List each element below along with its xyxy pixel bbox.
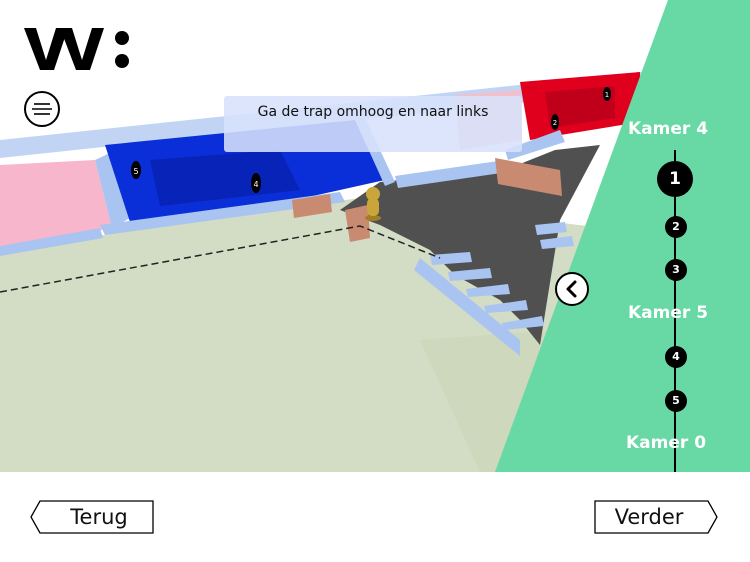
route-line bbox=[0, 225, 441, 293]
walls bbox=[0, 118, 565, 356]
instruction-banner: Ga de trap omhoog en naar links bbox=[224, 96, 522, 152]
room-pin-1: 1 bbox=[603, 87, 611, 101]
timeline-line bbox=[674, 150, 676, 472]
stair-steps bbox=[430, 222, 574, 330]
brand-logo bbox=[24, 28, 129, 70]
svg-text:2: 2 bbox=[553, 119, 557, 127]
room-label-kamer-4: Kamer 4 bbox=[628, 119, 709, 139]
door-2 bbox=[345, 205, 370, 242]
step-1-active[interactable]: 1 bbox=[657, 161, 693, 197]
svg-text:4: 4 bbox=[253, 180, 258, 189]
chevron-left-icon bbox=[566, 280, 577, 298]
step-5[interactable]: 5 bbox=[665, 390, 687, 412]
instruction-text: Ga de trap omhoog en naar links bbox=[257, 104, 489, 120]
pink-room-wall bbox=[95, 152, 130, 228]
door-3 bbox=[495, 158, 562, 196]
map-viewport[interactable]: 5 4 2 1 Ga de trap omhoog bbox=[0, 0, 750, 472]
next-button[interactable]: Verder bbox=[594, 500, 718, 534]
door-1 bbox=[292, 194, 332, 218]
red-room-shadow bbox=[545, 86, 615, 128]
next-arrow-frame-icon bbox=[594, 500, 718, 534]
stairwell bbox=[340, 145, 600, 345]
back-arrow-frame-icon bbox=[30, 500, 154, 534]
svg-text:1: 1 bbox=[605, 91, 609, 99]
svg-text:5: 5 bbox=[133, 167, 138, 176]
room-label-kamer-5: Kamer 5 bbox=[628, 303, 709, 323]
collapse-panel-button[interactable] bbox=[555, 272, 589, 306]
room-pin-4: 4 bbox=[251, 173, 261, 193]
hamburger-menu-icon bbox=[32, 103, 52, 115]
pink-room bbox=[0, 160, 112, 248]
room-pin-5: 5 bbox=[131, 161, 141, 179]
room-label-kamer-0: Kamer 0 bbox=[626, 433, 707, 453]
step-4[interactable]: 4 bbox=[665, 346, 687, 368]
next-button-label: Verder bbox=[614, 505, 684, 529]
room-pin-2: 2 bbox=[551, 114, 559, 130]
menu-button[interactable] bbox=[24, 91, 60, 127]
step-2[interactable]: 2 bbox=[665, 216, 687, 238]
back-button-label: Terug bbox=[70, 505, 128, 529]
step-3[interactable]: 3 bbox=[665, 259, 687, 281]
blue-room-shadow bbox=[150, 150, 300, 206]
back-button[interactable]: Terug bbox=[30, 500, 154, 534]
position-marker bbox=[365, 187, 381, 221]
